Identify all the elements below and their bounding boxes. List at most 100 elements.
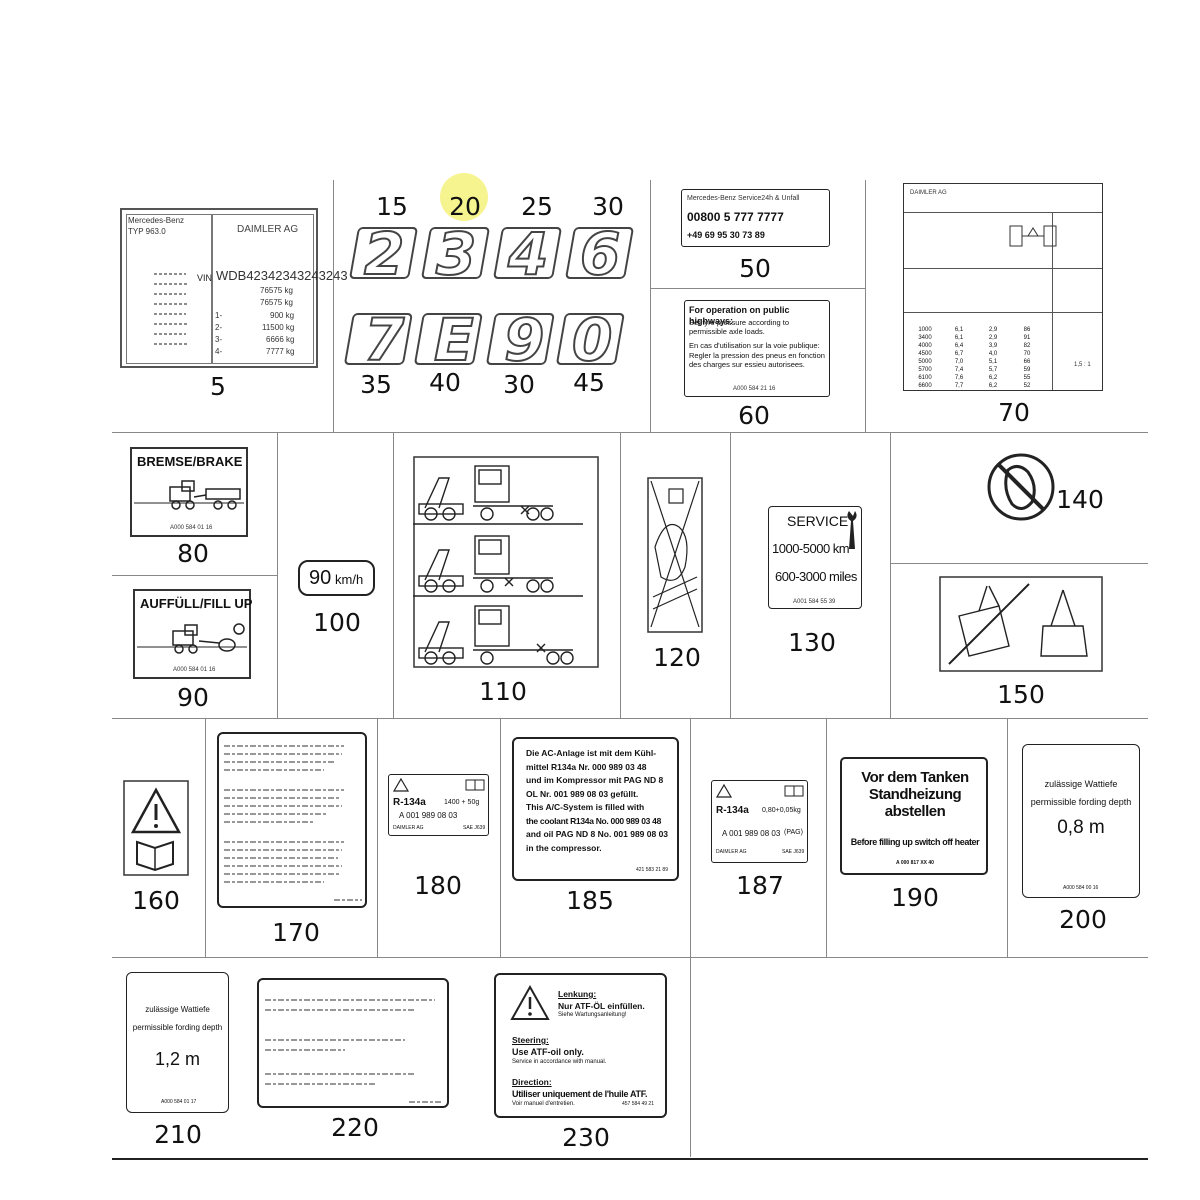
callout-200[interactable]: 200 — [1059, 905, 1107, 934]
callout-45[interactable]: 45 — [573, 368, 605, 397]
text-warning-label[interactable] — [217, 732, 367, 908]
type-plate[interactable]: Mercedes-Benz TYP 963.0 DAIMLER AG VIN W… — [120, 208, 348, 368]
fill-up-code: A000 584 01 16 — [173, 667, 216, 673]
callout-120[interactable]: 120 — [653, 643, 701, 672]
steering-s3: Voir manuel d'entretien. — [512, 1101, 575, 1107]
callout-25[interactable]: 25 — [521, 192, 553, 221]
fording-200-depth: 0,8 m — [1057, 817, 1105, 838]
callout-150[interactable]: 150 — [997, 680, 1045, 709]
callout-180[interactable]: 180 — [414, 871, 462, 900]
service-interval-label[interactable]: SERVICE 1000-5000 km 600-3000 miles A001… — [768, 506, 862, 609]
ac-line-4: OL Nr. 001 989 08 03 gefüllt. — [526, 788, 639, 799]
fill-up-label[interactable]: AUFFÜLL/FILL UP A000 584 01 16 — [133, 589, 252, 679]
plate-maker: DAIMLER AG — [237, 224, 299, 235]
heater-line-3: abstellen — [884, 803, 946, 820]
refrigerant-180-maker: DAIMLER AG — [393, 825, 424, 831]
callout-80[interactable]: 80 — [177, 539, 209, 568]
fording-depth-label-200[interactable]: zulässige Wattiefe permissible fording d… — [1022, 744, 1140, 898]
steering-oil-label[interactable]: Lenkung: Nur ATF-ÖL einfüllen. Siehe War… — [494, 973, 667, 1118]
steering-t1: Nur ATF-ÖL einfüllen. — [558, 1001, 645, 1011]
load-ratio: 1,5 : 1 — [1074, 362, 1091, 368]
ac-code: 421 583 21 89 — [636, 867, 668, 873]
callout-30-top[interactable]: 30 — [592, 192, 624, 221]
callout-160[interactable]: 160 — [132, 886, 180, 915]
callout-50[interactable]: 50 — [739, 254, 771, 283]
tyre-pressure-label[interactable]: For operation on public highways: Set ty… — [684, 300, 830, 397]
fording-210-en: permissible fording depth — [132, 1023, 223, 1032]
steering-code: 457 584 49 21 — [622, 1101, 654, 1107]
ac-line-3: und im Kompressor mit PAG ND 8 — [526, 775, 664, 785]
speed-limit-label[interactable]: 90 km/h — [298, 560, 375, 596]
brake-label[interactable]: BREMSE/BRAKE A000 584 01 16 — [130, 447, 248, 537]
service-header: Mercedes-Benz Service24h & Unfall — [687, 195, 800, 202]
fording-depth-label-210[interactable]: zulässige Wattiefe permissible fording d… — [126, 972, 229, 1113]
callout-210[interactable]: 210 — [154, 1120, 202, 1149]
callout-15[interactable]: 15 — [376, 192, 408, 221]
refrigerant-180-amount: 1400 + 50g — [444, 799, 480, 806]
refrigerant-180-part: A 001 989 08 03 — [399, 811, 458, 820]
callout-5[interactable]: 5 — [210, 372, 226, 401]
ac-line-6: the coolant R134a No. 000 989 03 48 — [526, 815, 662, 826]
steering-t3: Utiliser uniquement de l'huile ATF. — [512, 1089, 648, 1099]
plate-brand: Mercedes-Benz — [128, 216, 185, 225]
refrigerant-label-187[interactable]: R-134a 0,80+0,05kg A 001 989 08 03 (PAG)… — [711, 780, 808, 863]
heater-line-2: Standheizung — [868, 786, 962, 803]
steering-h2: Steering: — [512, 1035, 549, 1045]
callout-20[interactable]: 20 — [449, 192, 481, 221]
steering-h1: Lenkung: — [558, 989, 597, 999]
tyre-line-fr-2: Regler la pression des pneus en fonction… — [689, 351, 825, 369]
callout-230[interactable]: 230 — [562, 1123, 610, 1152]
service-phone-label[interactable]: Mercedes-Benz Service24h & Unfall 00800 … — [681, 189, 830, 247]
plate-axle-4: 4- — [215, 347, 223, 356]
plate-placeholder-lines — [154, 273, 188, 345]
callout-35[interactable]: 35 — [360, 370, 392, 399]
plate-vin-label: VIN — [197, 273, 213, 283]
heater-warning-label[interactable]: Vor dem Tanken Standheizung abstellen Be… — [840, 757, 988, 875]
digit-7: 7 — [364, 306, 405, 374]
callout-60[interactable]: 60 — [738, 401, 770, 430]
warning-icon — [510, 984, 550, 1020]
warning-manual-label — [123, 780, 189, 876]
callout-170[interactable]: 170 — [272, 918, 320, 947]
refrigerant-label-180[interactable]: R-134a 1400 + 50g A 001 989 08 03 DAIMLE… — [388, 774, 489, 836]
speed-unit: km/h — [335, 572, 364, 587]
axle-diagram — [1009, 225, 1057, 247]
digit-9: 9 — [504, 306, 544, 374]
plate-axle-3: 3- — [215, 335, 223, 344]
ac-lines: Die AC-Anlage ist mit dem Kühl- mittel R… — [526, 747, 676, 855]
callout-40[interactable]: 40 — [429, 368, 461, 397]
plate-weight-5: 6666 kg — [266, 335, 295, 344]
steering-s2: Service in accordance with manual. — [512, 1059, 607, 1065]
callout-100[interactable]: 100 — [313, 608, 361, 637]
callout-110[interactable]: 110 — [479, 677, 527, 706]
callout-185[interactable]: 185 — [566, 886, 614, 915]
plate-vin: WDB42342343243243 — [216, 268, 348, 283]
digit-decals: 2 3 4 6 7 E 9 0 — [344, 219, 634, 375]
digit-2: 2 — [364, 220, 404, 288]
plate-axle-2: 2- — [215, 323, 223, 332]
callout-140[interactable]: 140 — [1056, 485, 1104, 514]
steering-s1: Siehe Wartungsanleitung! — [558, 1012, 627, 1018]
callout-90[interactable]: 90 — [177, 683, 209, 712]
callout-30-bottom[interactable]: 30 — [503, 370, 535, 399]
callout-130[interactable]: 130 — [788, 628, 836, 657]
heater-line-4: Before filling up switch off heater — [850, 837, 980, 847]
text-lines-placeholder — [224, 745, 362, 901]
callout-220[interactable]: 220 — [331, 1113, 379, 1142]
service-interval-km: 1000-5000 km — [772, 541, 850, 556]
tyre-title: For operation on public highways: — [689, 305, 790, 326]
callout-190[interactable]: 190 — [891, 883, 939, 912]
refrigerant-187-type: R-134a — [716, 805, 749, 816]
plate-weight-6: 7777 kg — [266, 347, 295, 356]
ac-info-label[interactable]: Die AC-Anlage ist mit dem Kühl- mittel R… — [512, 737, 679, 881]
fording-210-depth: 1,2 m — [154, 1049, 201, 1069]
service-phone-1: 00800 5 777 7777 — [687, 210, 784, 224]
fording-200-de: zulässige Wattiefe — [1044, 779, 1118, 789]
callout-187[interactable]: 187 — [736, 871, 784, 900]
lifting-diagram — [939, 576, 1103, 672]
callout-70[interactable]: 70 — [998, 398, 1030, 427]
text-label-220[interactable] — [257, 978, 449, 1108]
